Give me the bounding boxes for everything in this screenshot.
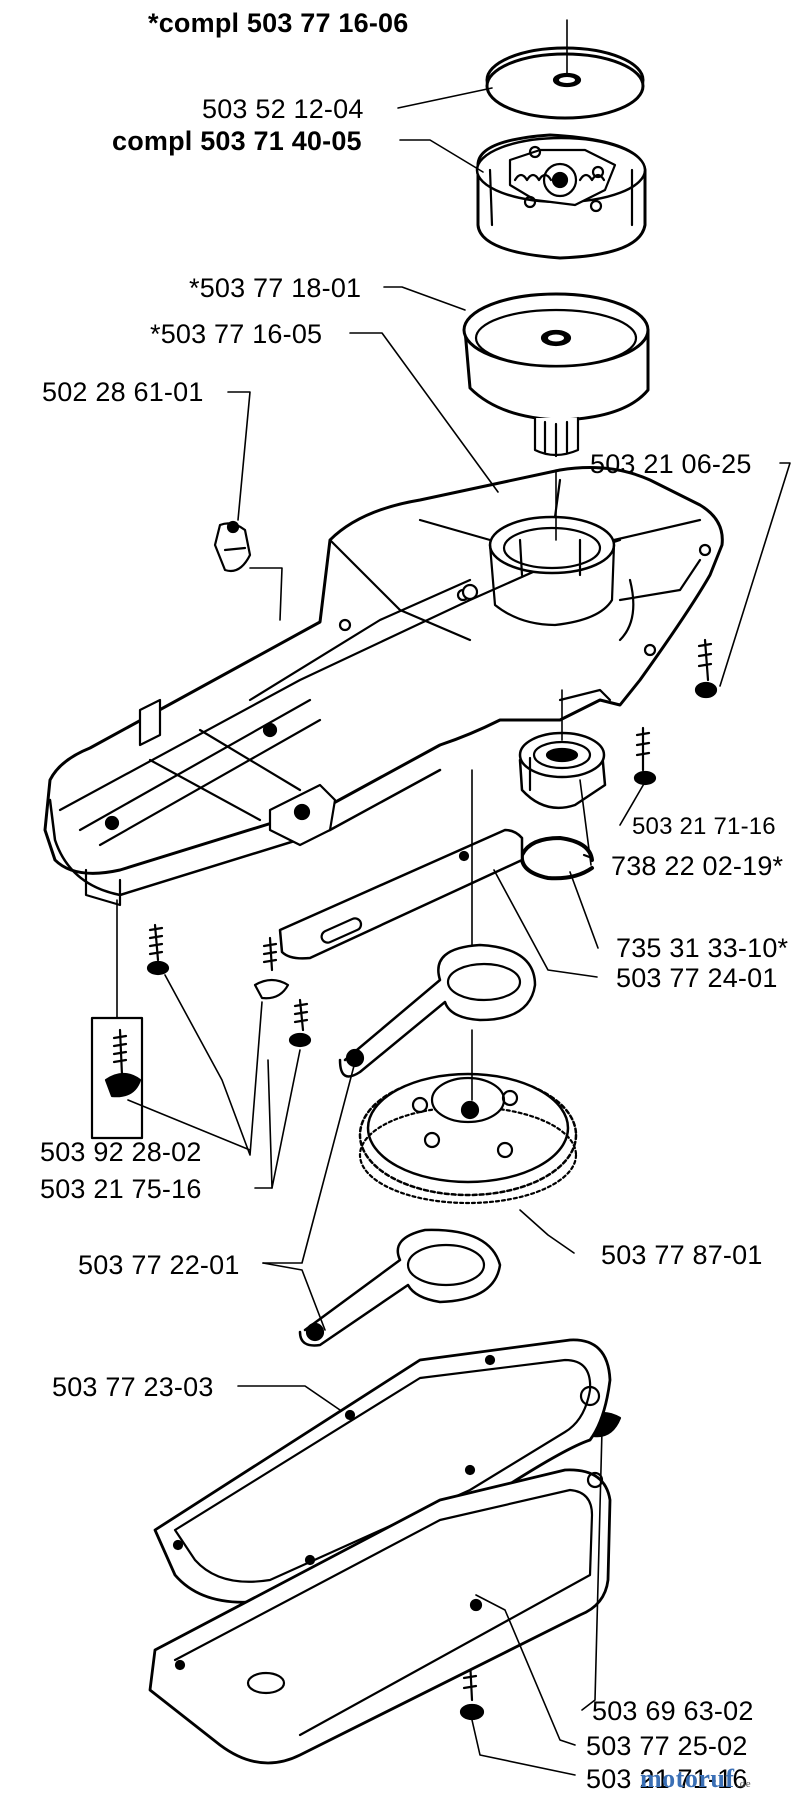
label-735-31-33-10: 735 31 33-10* bbox=[616, 933, 789, 963]
label-503-21-75-16: 503 21 75-16 bbox=[40, 1174, 202, 1204]
gear-part bbox=[358, 1072, 578, 1205]
label-503-77-25-02: 503 77 25-02 bbox=[586, 1731, 748, 1761]
watermark-logo: motoruf.de bbox=[640, 1764, 751, 1794]
label-compl-503-71-40-05: compl 503 71 40-05 bbox=[112, 126, 362, 156]
label-503-77-23-03: 503 77 23-03 bbox=[52, 1372, 214, 1402]
label-503-69-63-02: 503 69 63-02 bbox=[592, 1696, 754, 1726]
clutch-part bbox=[475, 133, 647, 260]
label-503-52-12-04: 503 52 12-04 bbox=[202, 94, 364, 124]
plate-part bbox=[278, 828, 524, 960]
label-503-77-18-01: *503 77 18-01 bbox=[189, 273, 362, 303]
label-502-28-61-01: 502 28 61-01 bbox=[42, 377, 204, 407]
label-503-92-28-02: 503 92 28-02 bbox=[40, 1137, 202, 1167]
leader-lines bbox=[116, 19, 791, 1776]
clutch-drum-part bbox=[462, 292, 650, 458]
label-503-77-16-05: *503 77 16-05 bbox=[150, 319, 323, 349]
watermark-text: motoruf bbox=[640, 1764, 735, 1793]
link-plate-part bbox=[338, 943, 537, 1078]
gasket-part bbox=[153, 1338, 612, 1604]
retaining-ring-part bbox=[519, 836, 594, 881]
label-503-21-71-16-b: 503 21 71-16 bbox=[586, 1764, 748, 1794]
gear-housing-part bbox=[43, 466, 724, 907]
grease-nipple-part bbox=[213, 520, 252, 573]
watermark-suffix: .de bbox=[736, 1778, 752, 1790]
bearing-part bbox=[518, 731, 607, 810]
label-738-22-02-19: 738 22 02-19* bbox=[611, 851, 784, 881]
label-503-21-06-25: 503 21 06-25 bbox=[590, 449, 752, 479]
label-compl-503-77-16-06: *compl 503 77 16-06 bbox=[148, 8, 409, 38]
washer-part bbox=[485, 46, 645, 120]
label-503-77-24-01: 503 77 24-01 bbox=[616, 963, 778, 993]
label-503-77-22-01: 503 77 22-01 bbox=[78, 1250, 240, 1280]
label-503-77-87-01: 503 77 87-01 bbox=[601, 1240, 763, 1270]
label-503-21-71-16-a: 503 21 71-16 bbox=[632, 813, 776, 840]
link-plate-lower-part bbox=[298, 1228, 502, 1347]
